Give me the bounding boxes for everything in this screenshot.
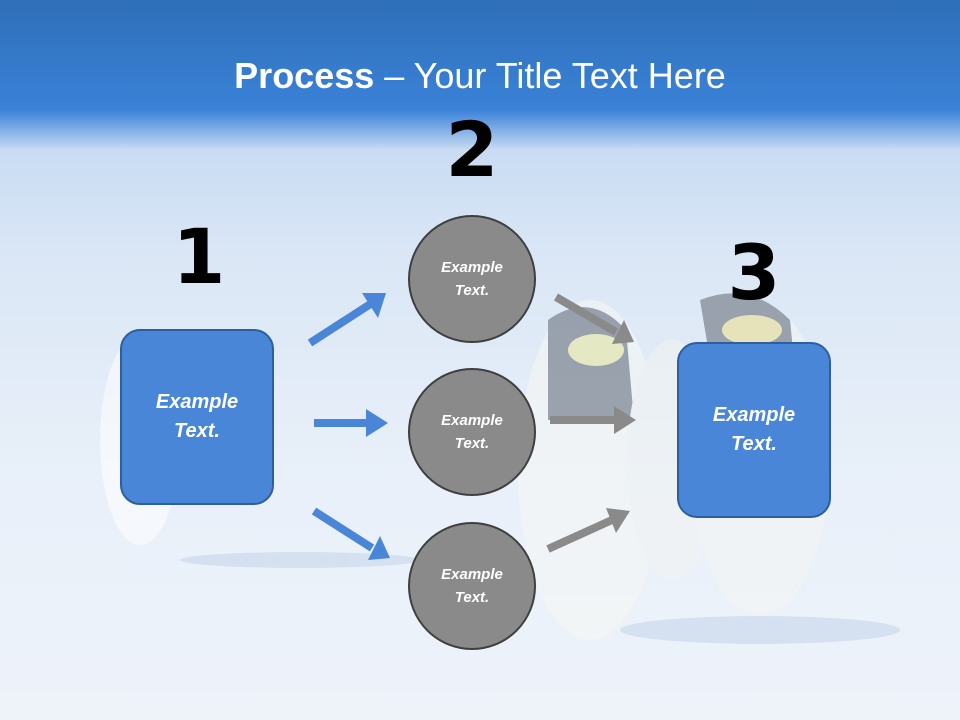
step-number-2: 2 xyxy=(445,105,499,194)
circle-top-label: Example Text. xyxy=(441,259,503,299)
blue-arrow-down-icon xyxy=(311,507,390,560)
process-circle-middle: Example Text. xyxy=(408,368,536,496)
blue-arrow-right-icon xyxy=(314,409,388,437)
blue-arrow-up-icon xyxy=(307,293,386,347)
title-rest: – Your Title Text Here xyxy=(374,55,726,96)
right-box-label: Example Text. xyxy=(712,404,796,455)
step-number-3: 3 xyxy=(727,228,781,317)
left-box-label: Example Text. xyxy=(155,391,239,442)
gray-arrow-up-icon xyxy=(546,508,630,553)
slide-title: Process – Your Title Text Here xyxy=(0,54,960,98)
right-text-box: Example Text. xyxy=(677,342,831,518)
left-text-box: Example Text. xyxy=(120,329,274,505)
gray-arrow-down-icon xyxy=(553,293,634,344)
process-circle-top: Example Text. xyxy=(408,215,536,343)
circle-middle-label: Example Text. xyxy=(441,412,503,452)
step-number-1: 1 xyxy=(172,212,226,301)
title-bold: Process xyxy=(234,55,375,96)
circle-bottom-label: Example Text. xyxy=(441,566,503,606)
process-circle-bottom: Example Text. xyxy=(408,522,536,650)
gray-arrow-right-icon xyxy=(550,406,636,434)
